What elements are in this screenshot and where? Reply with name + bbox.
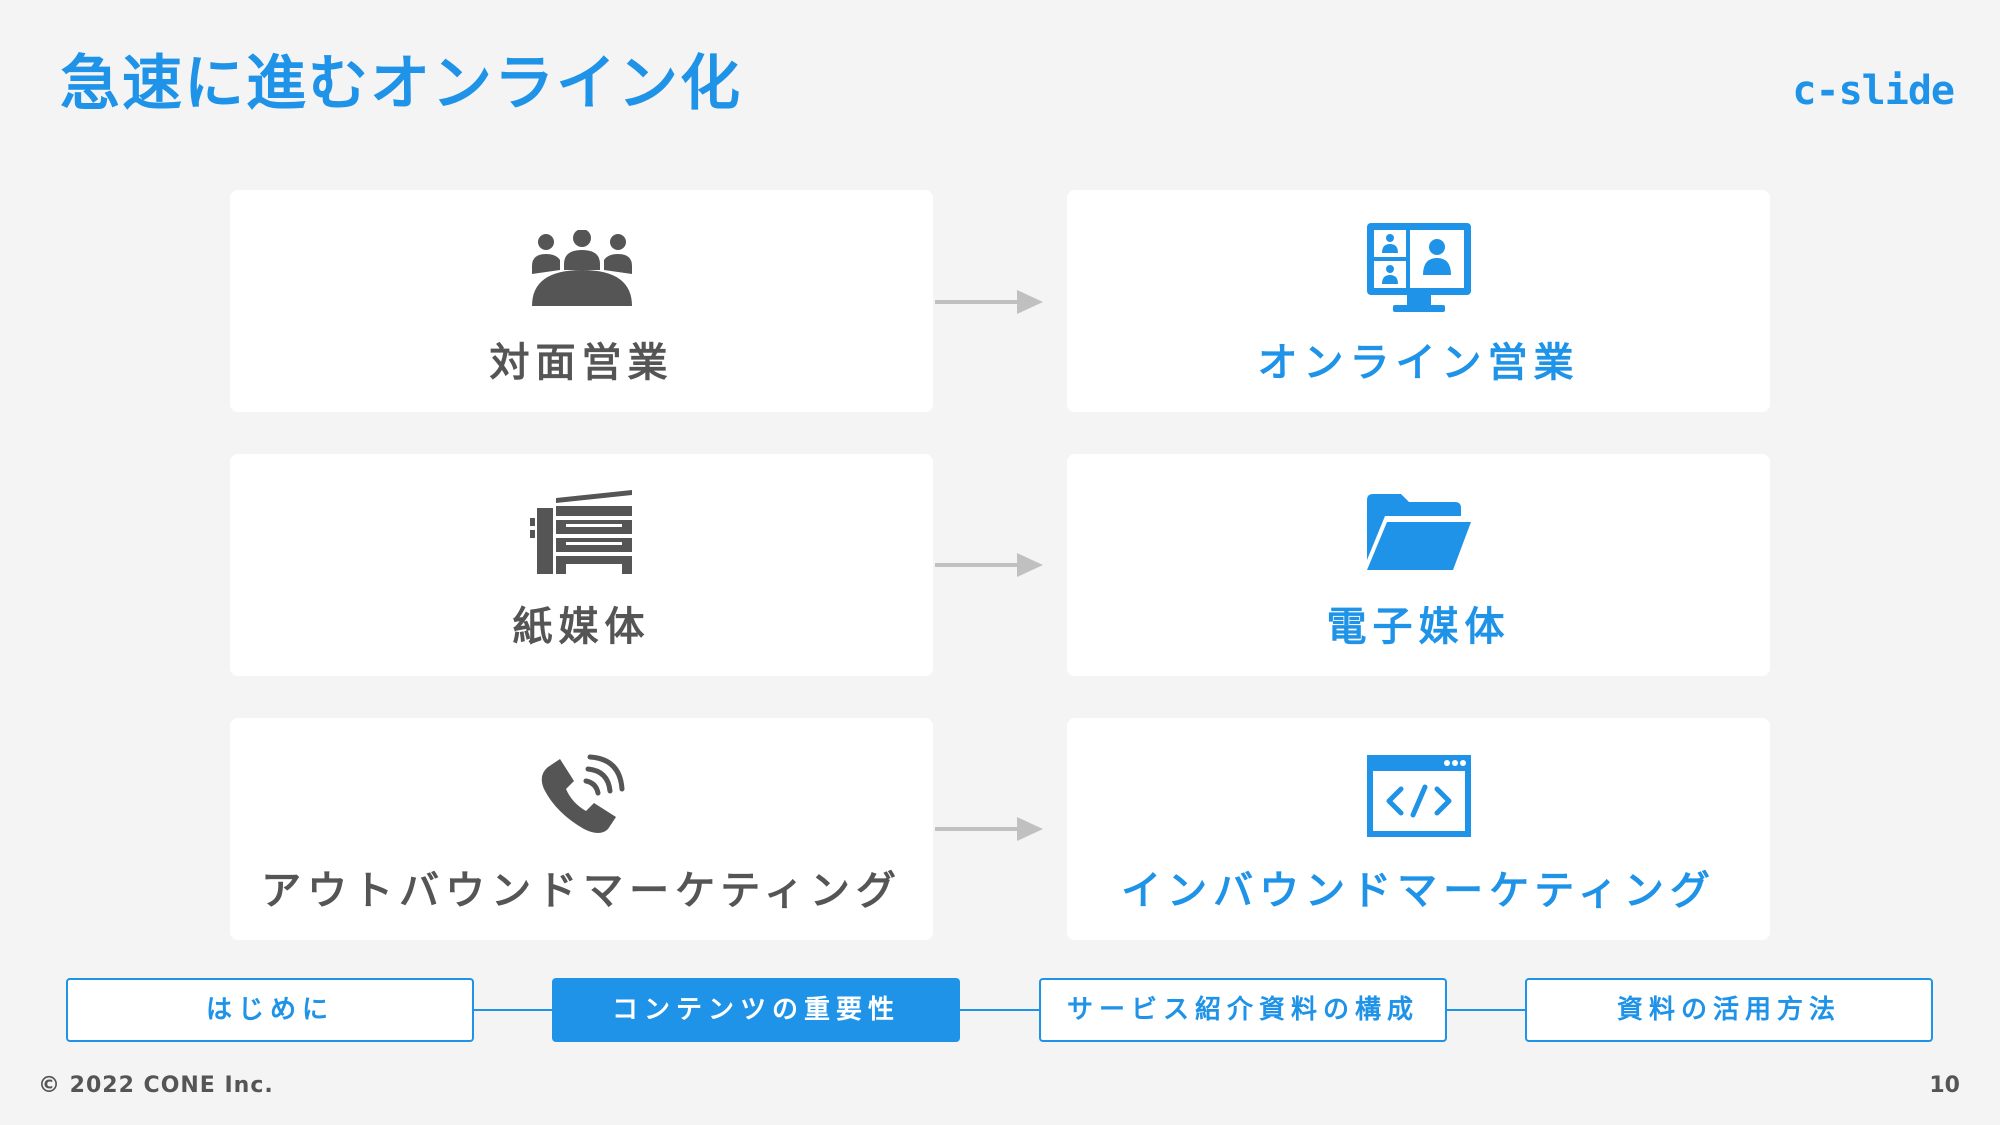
video-conference-icon — [1364, 220, 1474, 316]
card-label: オンライン営業 — [1257, 340, 1580, 386]
card-paper-media: 紙媒体 — [230, 454, 933, 676]
page-title: 急速に進むオンライン化 — [60, 49, 742, 119]
card-label: アウトバウンドマーケティング — [261, 868, 902, 914]
nav-item-usage-methods[interactable]: 資料の活用方法 — [1525, 978, 1933, 1042]
card-electronic-media: 電子媒体 — [1067, 454, 1770, 676]
card-outbound-marketing: アウトバウンドマーケティング — [230, 718, 933, 940]
nav-item-service-deck-structure[interactable]: サービス紹介資料の構成 — [1039, 978, 1447, 1042]
page-number: 10 — [1929, 1073, 1960, 1098]
nav-item-content-importance[interactable]: コンテンツの重要性 — [552, 978, 960, 1042]
code-window-icon — [1364, 748, 1474, 844]
nav-connector-line — [200, 1009, 1800, 1011]
card-face-to-face-sales: 対面営業 — [230, 190, 933, 412]
phone-call-icon — [527, 748, 637, 844]
card-inbound-marketing: インバウンドマーケティング — [1067, 718, 1770, 940]
arrow-right-icon — [935, 290, 1043, 314]
arrow-right-icon — [935, 553, 1043, 577]
copier-printer-icon — [527, 484, 637, 580]
meeting-people-icon — [527, 220, 637, 316]
card-label: インバウンドマーケティング — [1121, 868, 1716, 914]
card-label: 紙媒体 — [512, 604, 651, 650]
card-label: 対面営業 — [489, 340, 674, 386]
nav-item-introduction[interactable]: はじめに — [66, 978, 474, 1042]
card-online-sales: オンライン営業 — [1067, 190, 1770, 412]
copyright: © 2022 CONE Inc. — [38, 1073, 274, 1098]
folder-icon — [1364, 484, 1474, 580]
card-label: 電子媒体 — [1326, 604, 1511, 650]
arrow-right-icon — [935, 817, 1043, 841]
brand-logo: c-slide — [1792, 68, 1955, 114]
